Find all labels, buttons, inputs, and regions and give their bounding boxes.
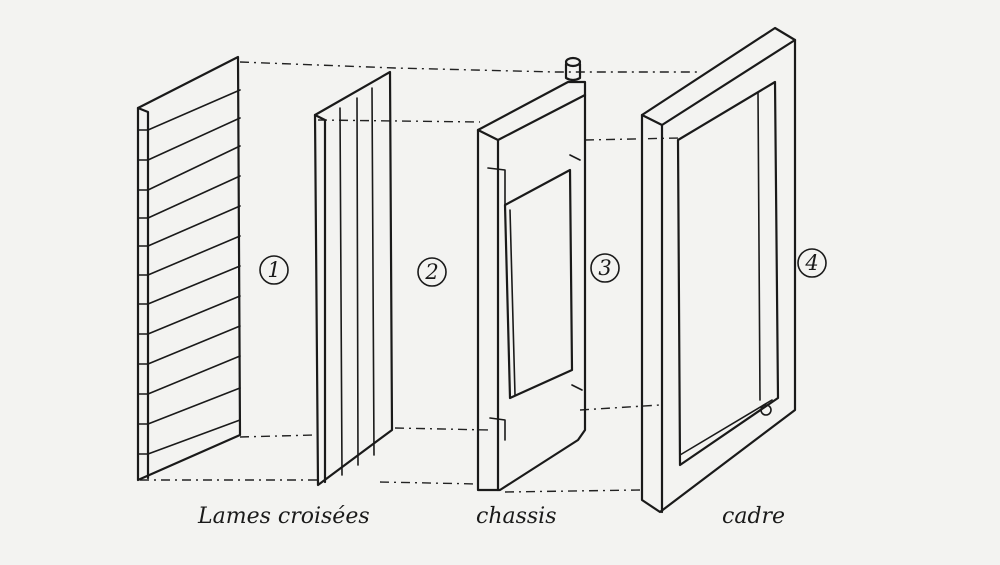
caption-lames-croisees: Lames croisées (197, 504, 370, 529)
caption-cadre: cadre (722, 504, 785, 529)
callout-2: 2 (417, 257, 447, 287)
alignment-line-upper (317, 119, 681, 141)
panel-3-chassis (476, 56, 587, 492)
panel-2-vertical-slats (313, 70, 394, 487)
alignment-line-top (239, 61, 700, 73)
callout-1-label: 1 (267, 258, 280, 282)
callout-1: 1 (259, 255, 289, 285)
callout-3-label: 3 (598, 256, 611, 280)
panel-1-crossed-slats (136, 55, 242, 482)
alignment-line-bottom (140, 479, 641, 493)
alignment-lines (140, 61, 700, 493)
panel-4-cadre (640, 26, 797, 514)
alignment-line-lower (239, 404, 661, 438)
hinge-detail-icon (760, 404, 772, 416)
callout-3: 3 (590, 253, 620, 283)
callout-4-label: 4 (804, 251, 818, 275)
callout-4: 4 (797, 248, 827, 278)
callout-2-label: 2 (424, 260, 438, 284)
caption-chassis: chassis (476, 504, 557, 529)
